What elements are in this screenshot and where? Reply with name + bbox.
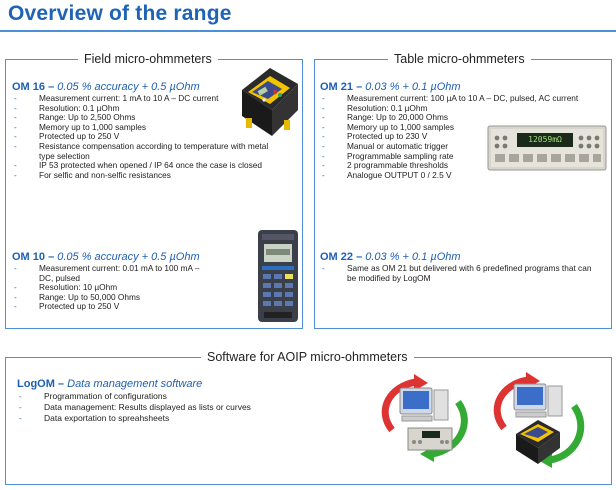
spec-item: Measurement current: 0.01 mA to 100 mA –… [12, 263, 212, 283]
om22-block: OM 22 – 0.03 % + 0.1 µOhm Same as OM 21 … [320, 251, 610, 283]
pc-bench-sync-illustration [381, 374, 468, 462]
logom-block: LogOM – Data management software Program… [17, 378, 347, 424]
spec-item: Protected up to 250 V [12, 132, 302, 142]
spec-item: Range: Up to 50,000 Ohms [12, 292, 252, 303]
spec-item: Programmable sampling rate [320, 151, 610, 162]
spec-item: Resolution: 0.1 µOhm [320, 103, 610, 114]
page-title: Overview of the range [8, 2, 232, 25]
om10-name: OM 10 – [12, 251, 55, 263]
spec-item: Memory up to 1,000 samples [12, 122, 302, 133]
spec-item: Same as OM 21 but delivered with 6 prede… [320, 263, 602, 283]
logom-name: LogOM – [17, 378, 65, 390]
om22-name: OM 22 – [320, 251, 363, 263]
om16-device-image [242, 68, 298, 136]
table-panel-title: Table micro-ohmmeters [388, 52, 531, 66]
spec-item: Measurement current: 100 µA to 10 A – DC… [320, 93, 610, 104]
spec-item: Protected up to 230 V [320, 132, 610, 142]
software-panel-title: Software for AOIP micro-ohmmeters [201, 350, 414, 364]
spec-item: Data exportation to spreahsheets [17, 413, 347, 424]
om10-accuracy: 0.05 % accuracy + 0.5 µOhm [57, 251, 200, 263]
spec-item: Range: Up to 2,500 Ohms [12, 113, 302, 123]
om21-display-readout: 12059mΩ [528, 135, 562, 144]
om10-heading: OM 10 – 0.05 % accuracy + 0.5 µOhm [12, 251, 252, 263]
om10-block: OM 10 – 0.05 % accuracy + 0.5 µOhm Measu… [12, 251, 252, 312]
header: Overview of the range [0, 0, 616, 36]
om16-block: OM 16 – 0.05 % accuracy + 0.5 µOhm Measu… [12, 81, 302, 180]
spec-item: Programmation of configurations [17, 391, 347, 402]
spec-item: Resolution: 10 µOhm [12, 283, 252, 293]
spec-item: Memory up to 1,000 samples [320, 122, 610, 133]
logom-spec-list: Programmation of configurations Data man… [17, 391, 347, 424]
om21-accuracy: 0.03 % + 0.1 µOhm [365, 81, 461, 93]
spec-item: Data management: Results displayed as li… [17, 402, 347, 413]
om21-name: OM 21 – [320, 81, 363, 93]
field-panel-title: Field micro-ohmmeters [78, 52, 218, 66]
om22-heading: OM 22 – 0.03 % + 0.1 µOhm [320, 251, 610, 263]
om10-spec-list: Measurement current: 0.01 mA to 100 mA –… [12, 263, 252, 312]
om21-block: OM 21 – 0.03 % + 0.1 µOhm Measurement cu… [320, 81, 610, 180]
om16-heading: OM 16 – 0.05 % accuracy + 0.5 µOhm [12, 81, 302, 93]
spec-item: Resistance compensation according to tem… [12, 141, 272, 161]
spec-item: Protected up to 250 V [12, 302, 252, 312]
logom-heading: LogOM – Data management software [17, 378, 347, 390]
spec-item: IP 53 protected when opened / IP 64 once… [12, 161, 272, 171]
om16-accuracy: 0.05 % accuracy + 0.5 µOhm [57, 81, 200, 93]
om22-spec-list: Same as OM 21 but delivered with 6 prede… [320, 263, 610, 283]
logom-subtitle: Data management software [67, 378, 203, 390]
spec-item: Analogue OUTPUT 0 / 2.5 V [320, 170, 610, 181]
om21-heading: OM 21 – 0.03 % + 0.1 µOhm [320, 81, 610, 93]
om16-name: OM 16 – [12, 81, 55, 93]
om21-spec-list: Measurement current: 100 µA to 10 A – DC… [320, 93, 610, 181]
om16-spec-list: Measurement current: 1 mA to 10 A – DC c… [12, 93, 302, 181]
om10-device-image [258, 230, 298, 322]
spec-item: For selfic and non-selfic resistances [12, 170, 302, 181]
pc-field-sync-illustration [493, 372, 585, 468]
spec-item: Manual or automatic trigger [320, 141, 610, 152]
spec-item: Measurement current: 1 mA to 10 A – DC c… [12, 93, 302, 104]
om22-accuracy: 0.03 % + 0.1 µOhm [365, 251, 461, 263]
spec-item: Resolution: 0.1 µOhm [12, 103, 302, 114]
om21-device-image: 12059mΩ [487, 124, 607, 172]
spec-item: Range: Up to 20,000 Ohms [320, 113, 610, 123]
title-underline [0, 30, 616, 32]
spec-item: 2 programmable thresholds [320, 161, 610, 171]
